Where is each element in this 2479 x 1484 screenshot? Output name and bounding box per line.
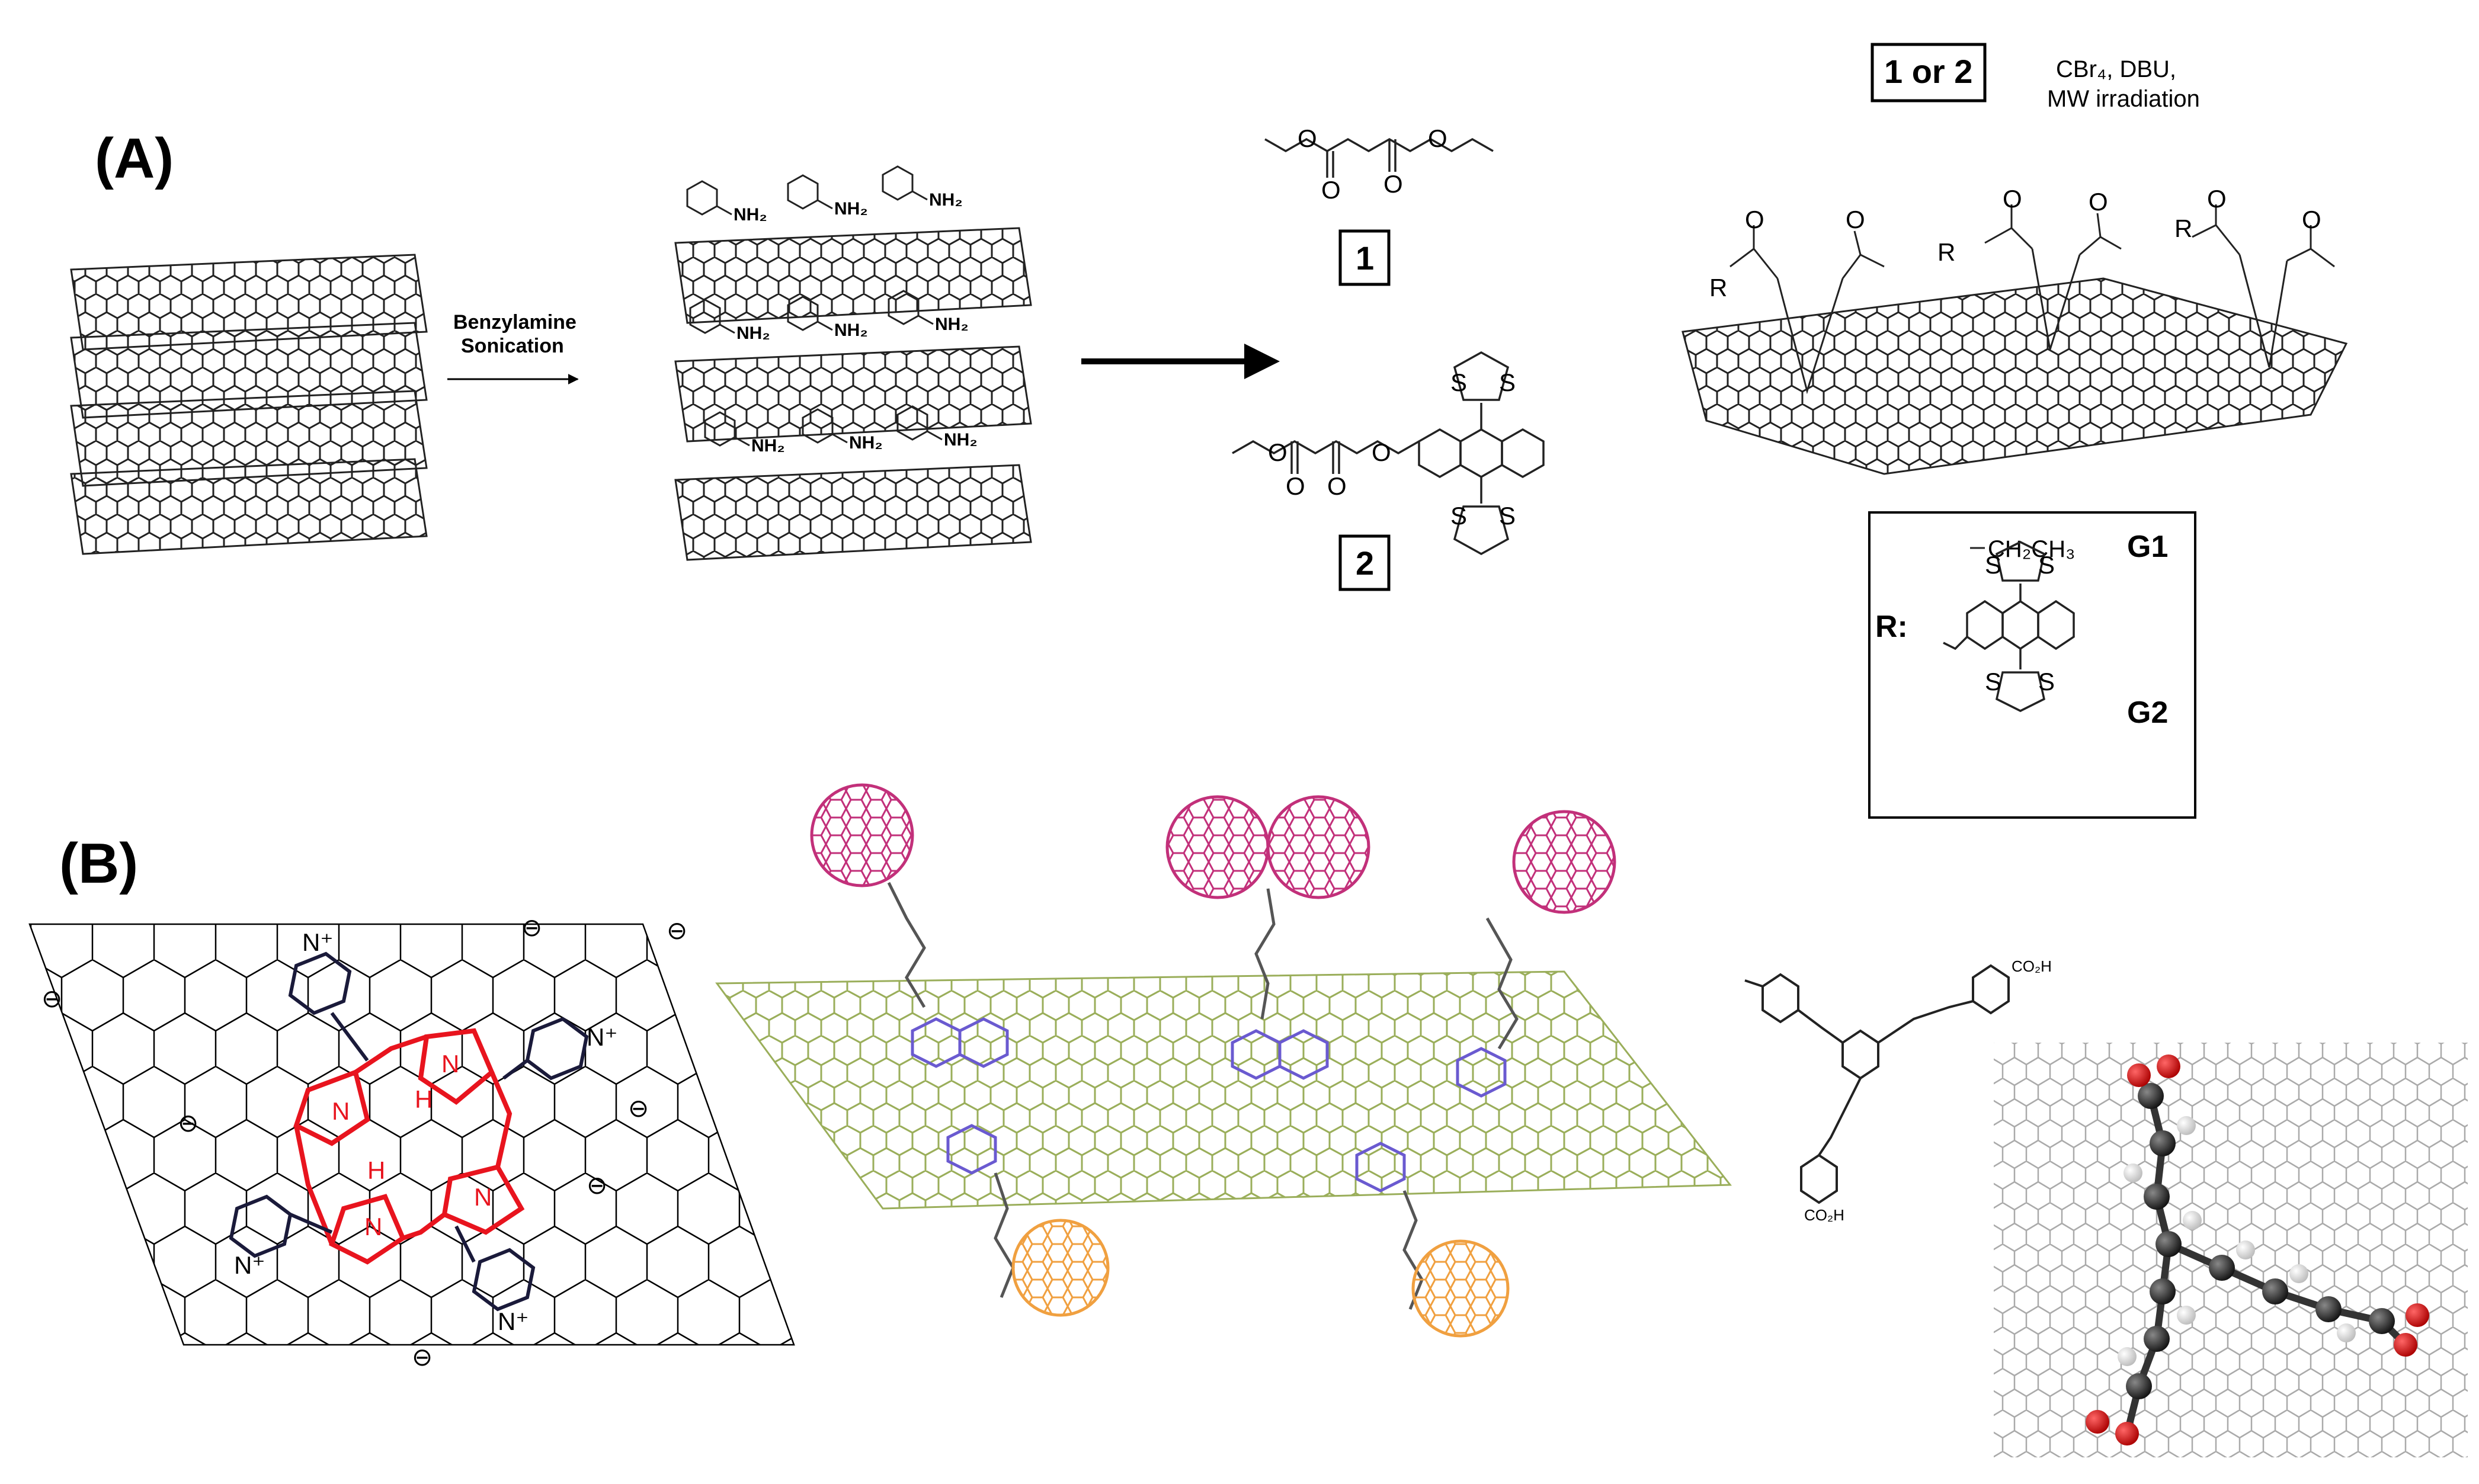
compound-2-structure — [1232, 351, 1545, 556]
functionalized-graphene — [1682, 277, 2348, 475]
graphite-stack — [70, 254, 428, 555]
graphene-o-5: O — [2207, 185, 2227, 213]
nh2-label-7: NH₂ — [751, 436, 785, 456]
tristilbene-structure — [1744, 964, 2010, 1204]
porphyrin-n-1: N — [332, 1097, 350, 1125]
fullerene-pink-4 — [1512, 810, 1616, 914]
ball-and-stick-atoms — [2086, 1054, 2429, 1445]
tristilbene-co2h-1: CO₂H — [2012, 957, 2052, 975]
reaction-arrowhead — [1244, 344, 1280, 379]
compound-2-box — [1338, 534, 1391, 591]
negative-charges: ⊖ ⊖ ⊖ ⊖ ⊖ ⊖ ⊖ — [41, 914, 687, 1371]
compound-2-s-4: S — [1499, 502, 1516, 530]
compound-2-number: 2 — [1356, 544, 1374, 582]
g2-label: G2 — [2127, 695, 2168, 730]
choice-box-text: 1 or 2 — [1884, 53, 1972, 90]
g1-ethyl: CH₂CH₃ — [1988, 536, 2075, 562]
reagent-sonication: Sonication — [461, 335, 564, 357]
minus-5: ⊖ — [628, 1094, 649, 1122]
g2-s-3: S — [1985, 668, 2001, 695]
compound-1-structure — [1264, 137, 1494, 178]
pyridinium-n-4: N⁺ — [498, 1307, 529, 1335]
compound-2-o-4: O — [1327, 472, 1347, 500]
fullerene-pink-1 — [810, 783, 914, 887]
nh2-label-8: NH₂ — [849, 433, 883, 453]
fullerene-orange-2 — [1411, 1239, 1510, 1338]
minus-7: ⊖ — [412, 1343, 433, 1371]
honeycomb-lattice — [28, 923, 795, 1346]
nh2-label-5: NH₂ — [834, 320, 868, 340]
g1-label: G1 — [2127, 530, 2168, 564]
minus-3: ⊖ — [41, 985, 62, 1012]
compound-2-o-1: O — [1268, 438, 1287, 466]
fullerenes-pink — [810, 783, 1616, 914]
g2-s-1: S — [1985, 551, 2001, 579]
green-graphene-sheet — [715, 970, 1732, 1210]
nh2-label-3: NH₂ — [929, 190, 963, 210]
graphene-r-1: R — [1709, 274, 1727, 302]
compound-1-number: 1 — [1356, 239, 1374, 277]
graphene-r-2: R — [1937, 238, 1955, 266]
nh2-label-9: NH₂ — [944, 430, 978, 450]
compound-1-box — [1338, 229, 1391, 286]
pyridinium-n-1: N⁺ — [302, 928, 334, 956]
compound-1-o-carbonyl-1: O — [1321, 176, 1341, 204]
compound-1-o-ester-1: O — [1298, 124, 1317, 152]
panel-a-label: (A) — [95, 127, 174, 190]
g2-structure — [1943, 541, 2075, 712]
r-group-box — [1868, 511, 2196, 819]
pyridinium-n-2: N⁺ — [587, 1023, 618, 1051]
graphene-o-1: O — [1745, 206, 1764, 233]
conditions-line-1: CBr₄, DBU, — [2056, 56, 2176, 82]
fullerene-orange-1 — [1011, 1219, 1110, 1317]
fullerene-pink-3 — [1266, 795, 1370, 899]
g2-s-2: S — [2038, 551, 2055, 579]
compound-1-o-ester-2: O — [1428, 124, 1447, 152]
porphyrin-core — [293, 1028, 525, 1265]
tristilbene-co2h-2: CO₂H — [1804, 1206, 1844, 1224]
pyridinium-arms — [229, 951, 589, 1312]
fullerenes-orange — [1011, 1219, 1510, 1338]
pyrene-anchors — [911, 1017, 1507, 1193]
fullerene-pink-2 — [1165, 795, 1270, 899]
pyridinium-n-3: N⁺ — [234, 1251, 265, 1279]
graphene-o-6: O — [2302, 206, 2321, 233]
nh2-label-2: NH₂ — [834, 199, 868, 219]
graphene-o-3: O — [2003, 185, 2022, 213]
graphene-o-4: O — [2089, 188, 2108, 216]
minus-4: ⊖ — [178, 1109, 198, 1137]
benzylamine-molecules — [686, 165, 943, 447]
g2-s-4: S — [2038, 668, 2055, 695]
choice-box — [1871, 43, 1987, 102]
nh2-label-6: NH₂ — [935, 315, 969, 334]
minus-1: ⊖ — [521, 914, 542, 941]
compound-2-o-2: O — [1372, 438, 1391, 466]
minus-2: ⊖ — [667, 916, 687, 944]
minus-6: ⊖ — [587, 1171, 607, 1199]
compound-2-s-3: S — [1450, 502, 1467, 530]
compound-2-s-2: S — [1499, 368, 1516, 396]
compound-1-o-carbonyl-2: O — [1383, 170, 1403, 198]
graphene-o-2: O — [1846, 206, 1865, 233]
conditions-line-2: MW irradiation — [2047, 86, 2200, 112]
compound-2-o-3: O — [1286, 472, 1305, 500]
compound-2-s-1: S — [1450, 368, 1467, 396]
r-label: R: — [1875, 610, 1908, 644]
amine-labels: NH₂ NH₂ NH₂ NH₂ NH₂ NH₂ NH₂ NH₂ NH₂ — [734, 190, 978, 456]
graphene-r-3: R — [2174, 214, 2192, 242]
cyclopropane-linkers — [1729, 204, 2335, 395]
porphyrin-n-4: N — [364, 1213, 382, 1241]
reagent-benzylamine: Benzylamine — [453, 311, 576, 334]
porphyrin-n-3: N — [474, 1183, 492, 1211]
nh2-label-1: NH₂ — [734, 205, 767, 225]
gray-graphene-lattice — [1994, 1043, 2468, 1457]
panel-b-label: (B) — [59, 832, 138, 895]
porphyrin-h-2: H — [367, 1156, 385, 1184]
intercalated-stack — [674, 227, 1032, 561]
porphyrin-h-1: H — [415, 1085, 433, 1113]
nh2-label-4: NH₂ — [736, 323, 770, 343]
porphyrin-n-2: N — [441, 1050, 459, 1078]
